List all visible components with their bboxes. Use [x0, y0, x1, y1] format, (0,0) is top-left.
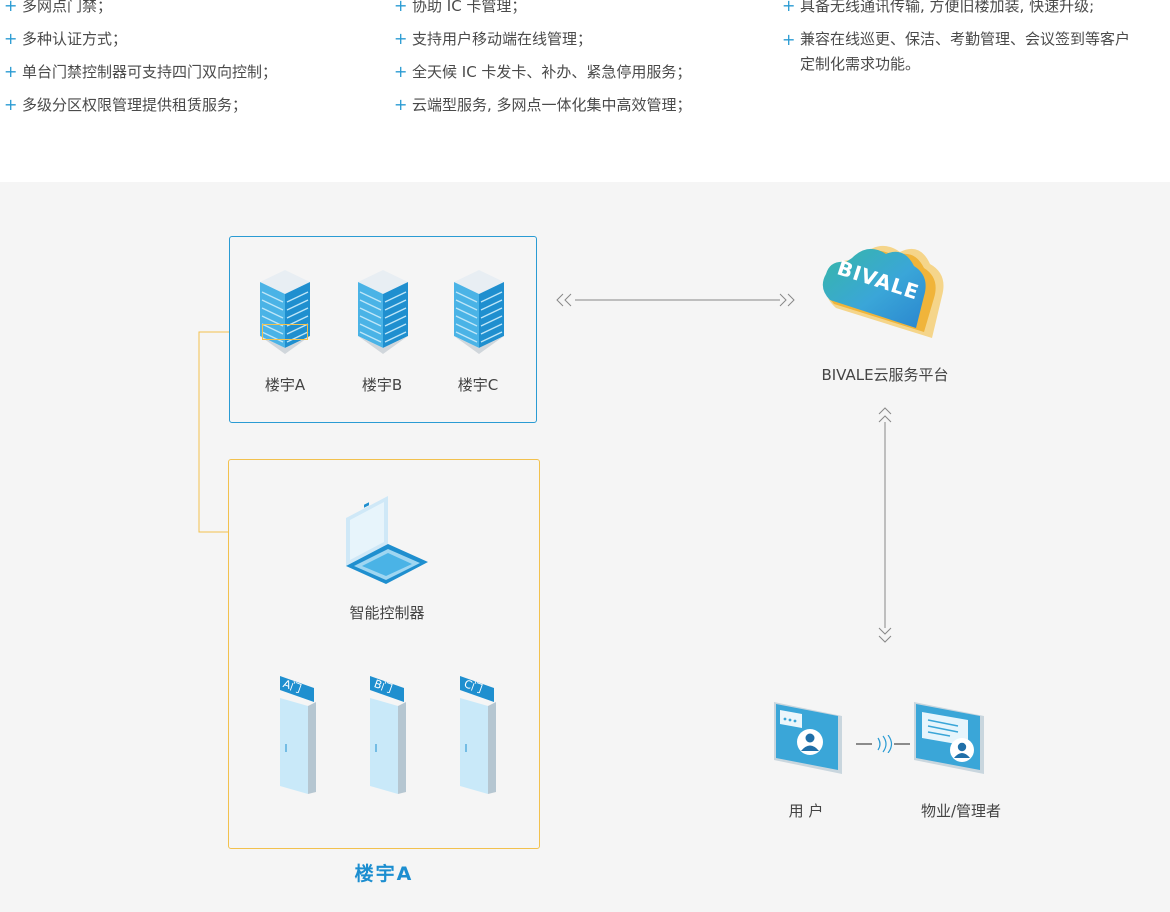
manager-label: 物业/管理者	[920, 802, 1002, 820]
building-label-c: 楼宇C	[457, 376, 499, 394]
cloud-label: BIVALE云服务平台	[821, 366, 949, 384]
feature-item: +兼容在线巡更、保洁、考勤管理、会议签到等客户定制化需求功能。	[778, 27, 1138, 77]
plus-icon: +	[4, 0, 18, 15]
user-device-icon	[774, 702, 842, 774]
building-label-a: 楼宇A	[264, 376, 306, 394]
plus-icon: +	[782, 0, 796, 15]
system-diagram: 楼宇A 楼宇B 楼宇C 智能控制器 A门 B门 C门 楼宇A	[0, 182, 1170, 912]
wireless-icon	[877, 735, 893, 753]
user-label: 用 户	[788, 802, 824, 820]
feature-item: +支持用户移动端在线管理；	[390, 27, 770, 51]
door-icon	[280, 676, 316, 794]
plus-icon: +	[4, 29, 18, 48]
server-icon	[358, 270, 408, 354]
server-icon	[454, 270, 504, 354]
plus-icon: +	[394, 62, 408, 81]
plus-icon: +	[394, 95, 408, 114]
plus-icon: +	[4, 62, 18, 81]
feature-column-2: +协助 IC 卡管理； +支持用户移动端在线管理； +全天候 IC 卡发卡、补办…	[390, 0, 770, 126]
plus-icon: +	[394, 29, 408, 48]
building-a-highlight	[262, 324, 308, 340]
cloud-icon	[822, 245, 944, 338]
feature-column-1: +多网点门禁； +多种认证方式； +单台门禁控制器可支持四门双向控制； +多级分…	[0, 0, 380, 126]
feature-list: +多网点门禁； +多种认证方式； +单台门禁控制器可支持四门双向控制； +多级分…	[0, 0, 1170, 182]
feature-item: +协助 IC 卡管理；	[390, 0, 770, 18]
feature-item: +多种认证方式；	[0, 27, 380, 51]
controller-icon	[346, 496, 428, 584]
manager-device-icon	[914, 702, 984, 774]
feature-column-3: +具备无线通讯传输, 方便旧楼加装, 快速升级; +兼容在线巡更、保洁、考勤管理…	[778, 0, 1138, 86]
server-icon	[260, 270, 310, 354]
door-icon	[370, 676, 406, 794]
feature-item: +多网点门禁；	[0, 0, 380, 18]
building-label-b: 楼宇B	[361, 376, 403, 394]
feature-item: +全天候 IC 卡发卡、补办、紧急停用服务；	[390, 60, 770, 84]
feature-item: +单台门禁控制器可支持四门双向控制；	[0, 60, 380, 84]
feature-item: +多级分区权限管理提供租赁服务；	[0, 93, 380, 117]
feature-item: +具备无线通讯传输, 方便旧楼加装, 快速升级;	[778, 0, 1138, 18]
feature-item: +云端型服务, 多网点一体化集中高效管理；	[390, 93, 770, 117]
group-label: 楼宇A	[354, 863, 414, 885]
plus-icon: +	[782, 30, 796, 49]
door-icon	[460, 676, 496, 794]
plus-icon: +	[394, 0, 408, 15]
plus-icon: +	[4, 95, 18, 114]
controller-label: 智能控制器	[349, 604, 425, 622]
